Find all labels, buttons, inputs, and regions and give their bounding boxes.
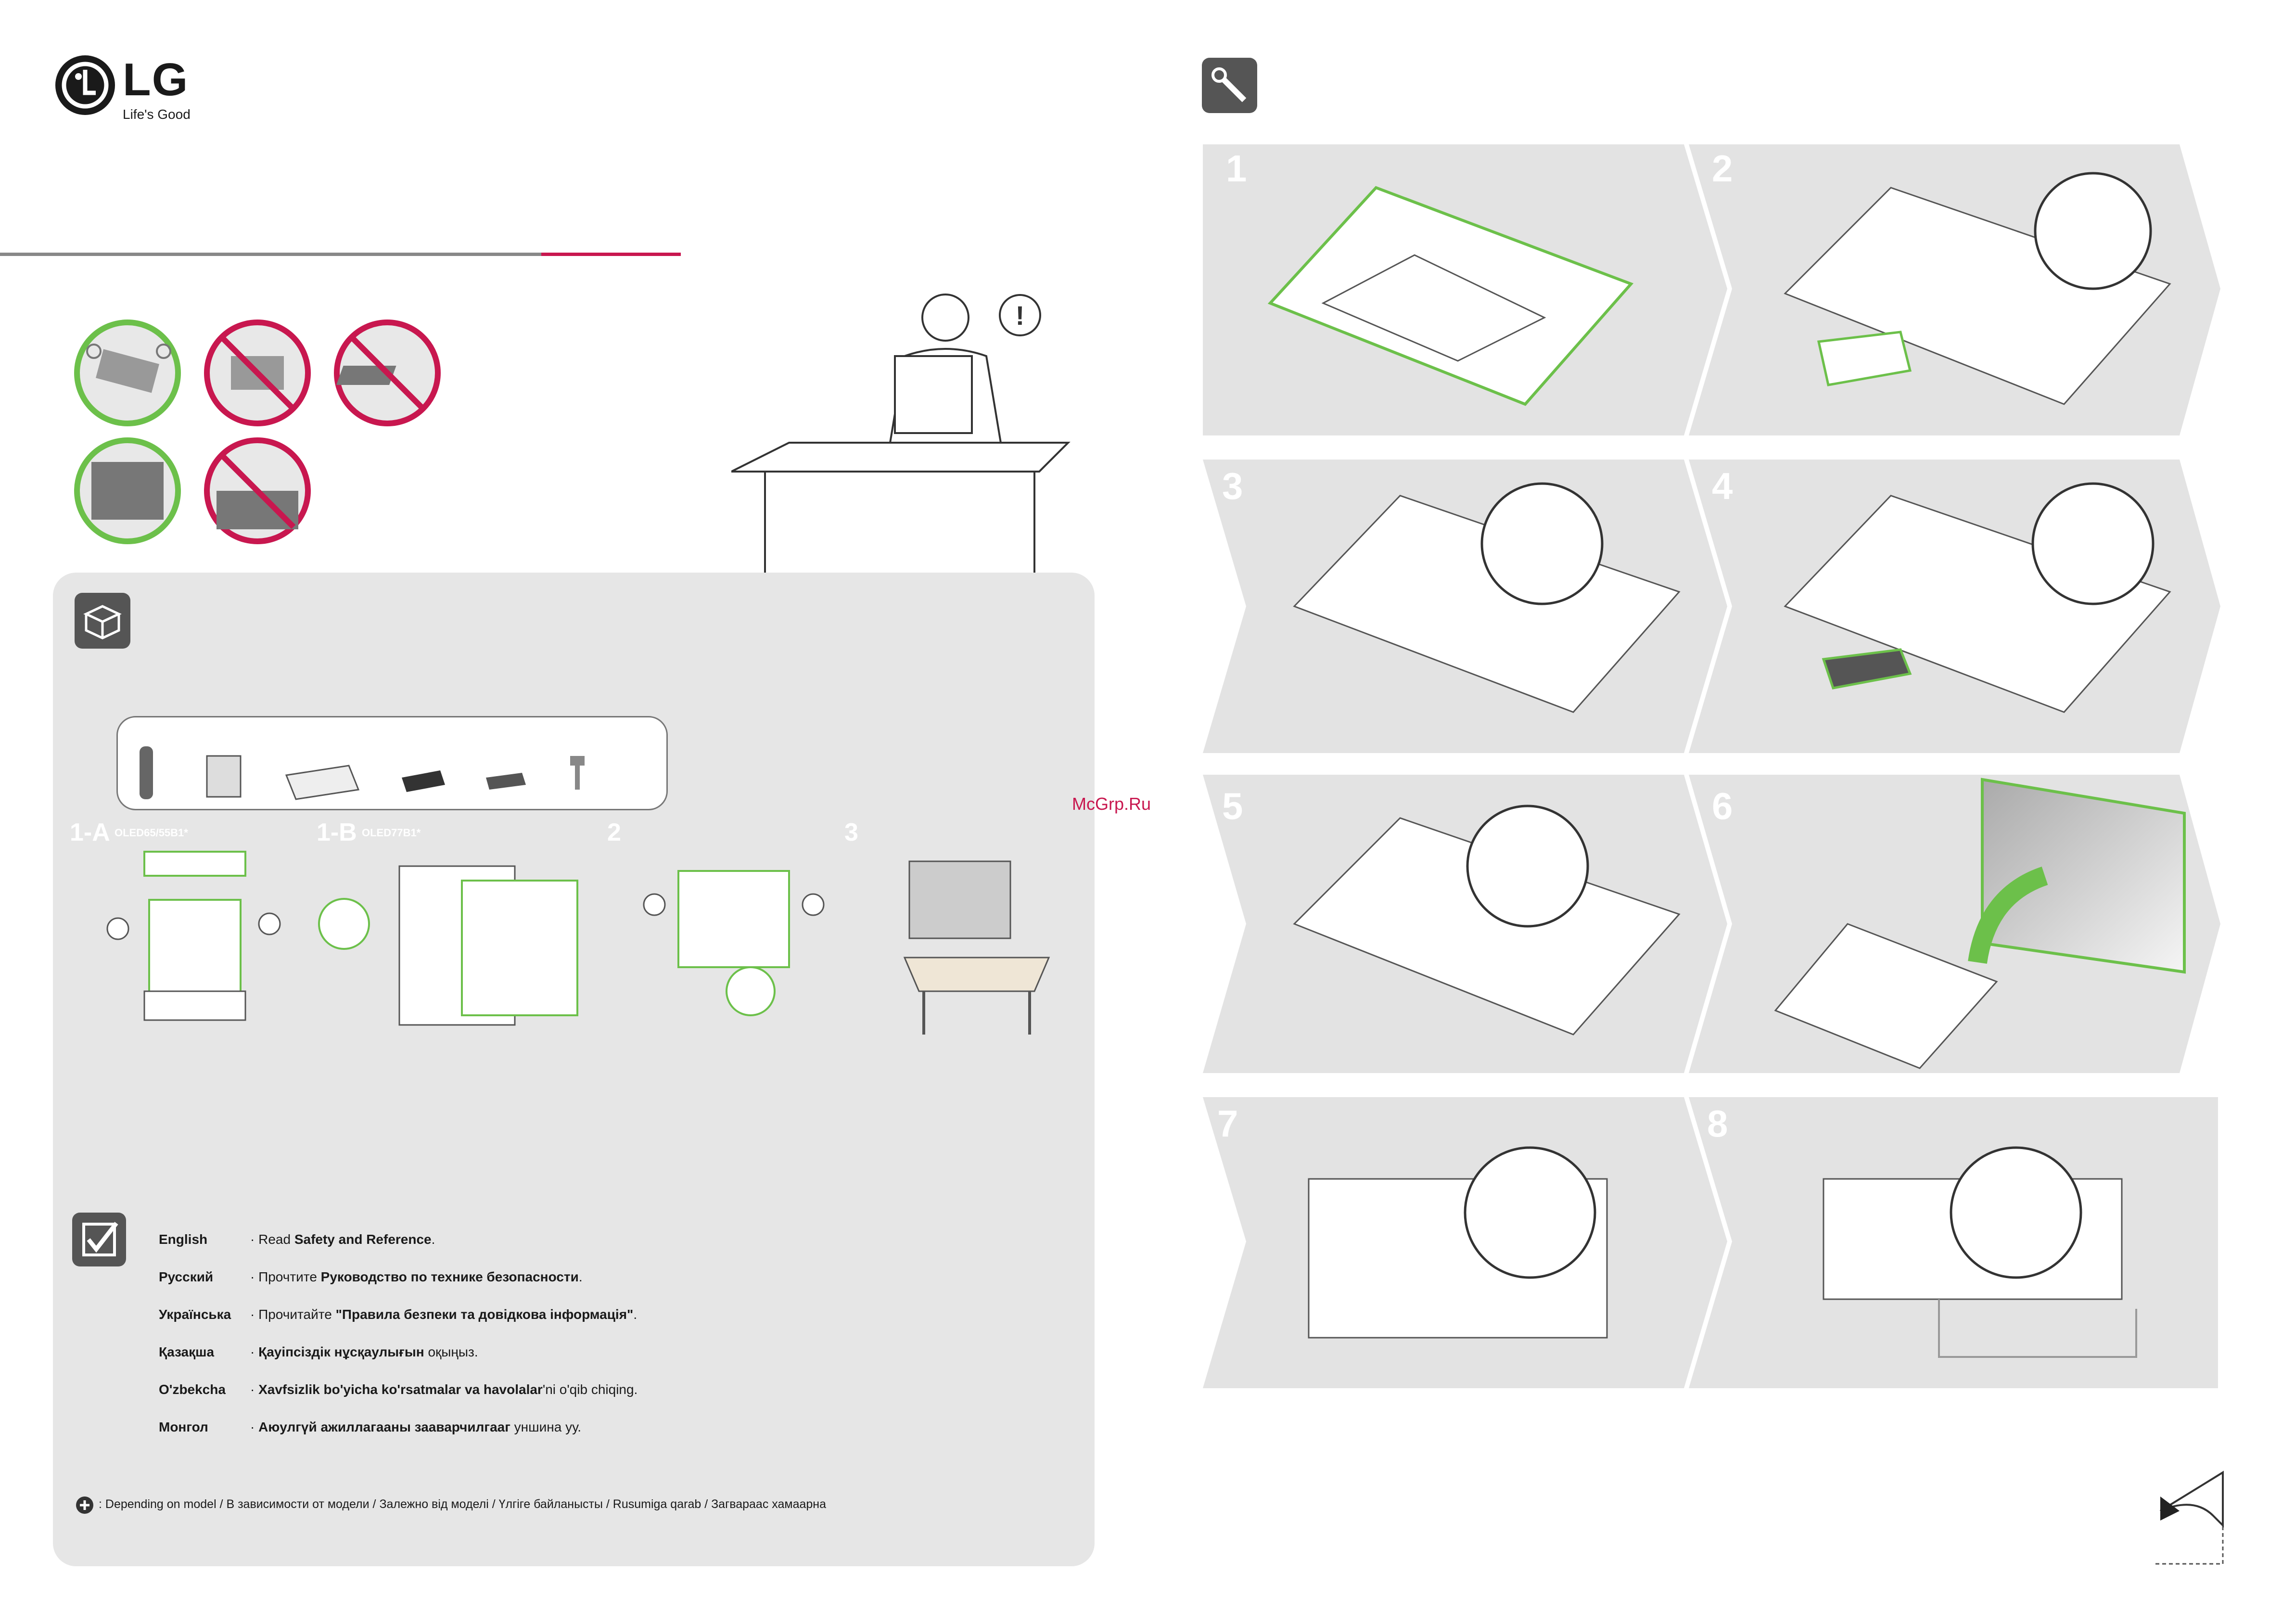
- step-3-number: 3: [1222, 465, 1243, 507]
- unpack-1b-illustration: [318, 865, 578, 1026]
- step-4-number: 4: [1712, 465, 1733, 507]
- correct-lift-icon: [74, 320, 181, 426]
- header-divider-grey: [0, 253, 541, 256]
- lang-russian-name: Русский: [159, 1269, 214, 1284]
- step-1-number: 1: [1226, 147, 1247, 190]
- wrong-flat-carry-icon: [334, 320, 441, 426]
- assembly-steps: [1203, 144, 2220, 1388]
- lang-mongolian-name: Монгол: [159, 1419, 208, 1434]
- unpack-step-1a-label: 1-A: [70, 818, 110, 846]
- screw-icon: [570, 756, 585, 790]
- plus-icon: [76, 1496, 93, 1514]
- remote-icon: [140, 746, 153, 799]
- lang-mongolian-text: · Аюулгүй ажиллагааны зааварчилгааг унши…: [250, 1419, 582, 1434]
- unpack-2-illustration: [643, 870, 825, 1016]
- step-8-number: 8: [1707, 1102, 1728, 1145]
- unpack-step-1b-label: 1-B: [317, 818, 357, 846]
- svg-text:!: !: [1016, 300, 1025, 331]
- stand-bracket-icon: [402, 770, 445, 792]
- lang-russian-text: · Прочтите Руководство по технике безопа…: [250, 1269, 583, 1284]
- lang-english-text: · Read Safety and Reference.: [250, 1232, 435, 1247]
- lang-kazakh-text: · Қауіпсіздік нұсқаулығын оқыңыз.: [250, 1344, 478, 1359]
- stand-base-icon: [285, 765, 360, 800]
- brand-name: LG: [123, 54, 189, 105]
- handling-guidelines: [74, 320, 441, 544]
- unpack-step-3-label: 3: [844, 818, 858, 846]
- watermark: McGrp.Ru: [1072, 794, 1151, 814]
- components-callout: [116, 716, 668, 810]
- unpack-illustrations: [106, 851, 1050, 1035]
- wrong-lift-icon: [204, 320, 311, 426]
- header-divider-red: [541, 253, 681, 256]
- unpack-1a-illustration: [106, 851, 281, 1021]
- step-2-number: 2: [1712, 147, 1733, 190]
- checkmark-icon: [72, 1213, 126, 1266]
- step-5-number: 5: [1222, 785, 1243, 827]
- box-icon: [75, 593, 130, 649]
- unpack-step-1a-model: OLED65/55B1*: [115, 827, 188, 839]
- step-7-number: 7: [1217, 1102, 1238, 1145]
- cable-cover-icon: [486, 773, 526, 790]
- lg-logo-mark: [55, 55, 115, 115]
- manual-icon: [206, 755, 242, 798]
- correct-handle-icon: [74, 437, 181, 544]
- lang-ukrainian-text: · Прочитайте "Правила безпеки та довідко…: [250, 1307, 638, 1322]
- depending-on-model-note: : Depending on model / В зависимости от …: [99, 1497, 826, 1511]
- step-6-number: 6: [1712, 785, 1733, 827]
- page-turn-icon: [2155, 1471, 2224, 1565]
- lang-kazakh-name: Қазақша: [159, 1344, 215, 1359]
- unpack-3-illustration: [903, 860, 1050, 1035]
- lang-uzbek-text: · Xavfsizlik bo'yicha ko'rsatmalar va ha…: [250, 1382, 638, 1397]
- unpack-step-2-label: 2: [607, 818, 621, 846]
- screwdriver-icon: [1202, 58, 1257, 113]
- wrong-press-screen-icon: [204, 437, 311, 544]
- lang-english-name: English: [159, 1232, 208, 1247]
- exclamation-icon: [999, 294, 1041, 336]
- lang-uzbek-name: O'zbekcha: [159, 1382, 226, 1397]
- lang-ukrainian-name: Українська: [159, 1307, 231, 1322]
- unpack-step-1b-model: OLED77B1*: [362, 827, 421, 839]
- brand-tagline: Life's Good: [123, 107, 191, 122]
